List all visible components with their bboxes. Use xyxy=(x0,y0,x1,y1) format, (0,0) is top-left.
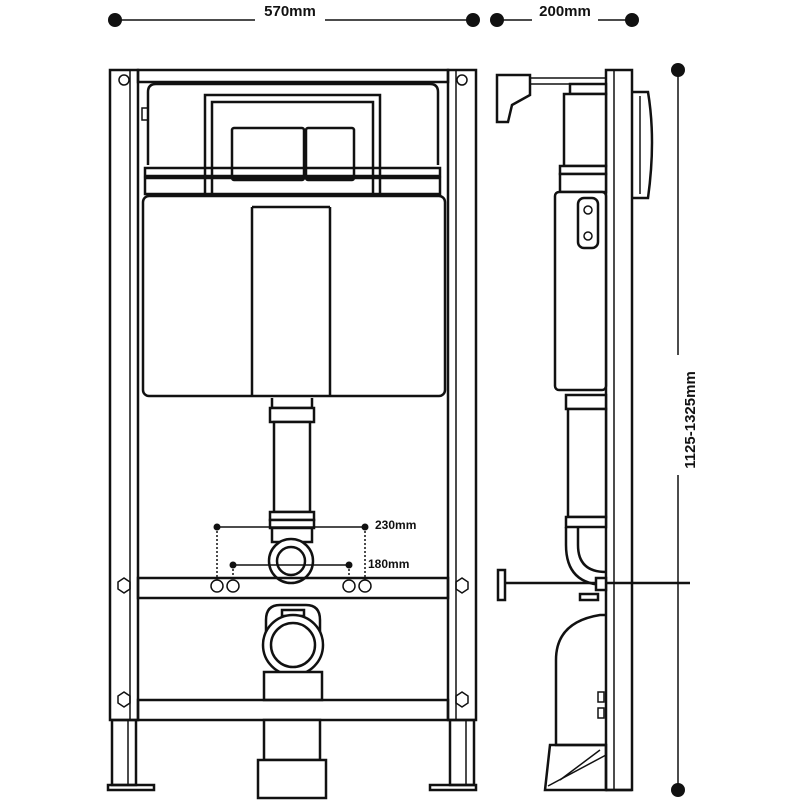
hex-nut-icon xyxy=(455,691,469,708)
height-dimension: 1125-1325mm xyxy=(668,63,699,797)
side-view xyxy=(495,68,690,792)
hex-nut-icon xyxy=(455,577,469,594)
bolt-spacing-outer-label: 230mm xyxy=(375,518,416,532)
hex-nut-icon xyxy=(117,691,131,708)
drain-elbow-icon xyxy=(261,603,325,702)
width-dimension: 570mm xyxy=(108,2,480,27)
width-label: 570mm xyxy=(264,3,316,20)
depth-label: 200mm xyxy=(539,3,591,20)
depth-dimension: 200mm xyxy=(490,2,639,27)
height-label: 1125-1325mm xyxy=(682,371,699,469)
front-view: 230mm 180mm xyxy=(106,68,478,800)
hex-nut-icon xyxy=(117,577,131,594)
bolt-spacing-inner-label: 180mm xyxy=(368,557,409,571)
